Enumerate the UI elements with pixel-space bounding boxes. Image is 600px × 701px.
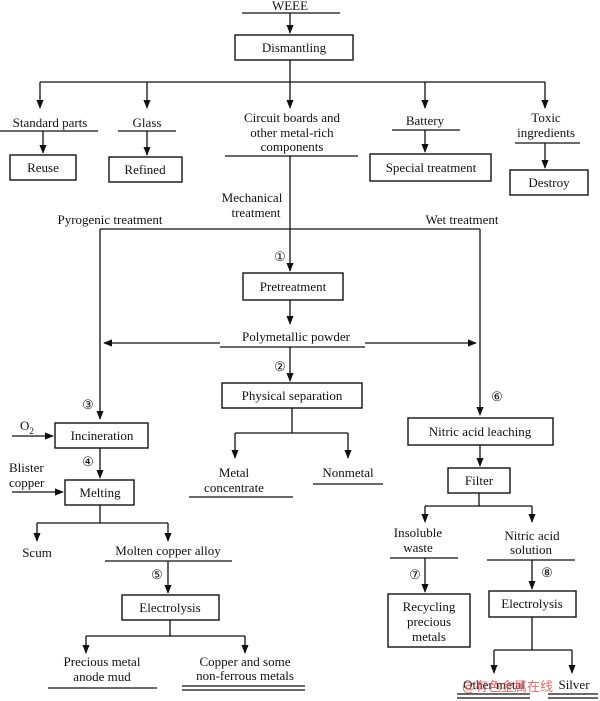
node-copper-nonferrous-line2: non-ferrous metals	[196, 668, 294, 683]
box-nitric-acid-leaching	[407, 417, 554, 446]
step-8: ⑧	[541, 565, 553, 580]
box-reuse	[9, 154, 77, 181]
step-5: ⑤	[151, 567, 163, 582]
box-recycling-precious-metals	[387, 593, 471, 648]
node-glass: Glass	[133, 115, 162, 130]
node-physical-separation: Physical separation	[242, 388, 343, 403]
box-destroy	[509, 169, 589, 196]
o2-label: O	[20, 418, 29, 433]
node-blister-copper-line2: copper	[9, 475, 45, 490]
box-melting	[64, 479, 135, 506]
box-physical-separation	[221, 382, 363, 409]
node-dismantling: Dismantling	[262, 40, 327, 55]
step-7: ⑦	[409, 567, 421, 582]
node-weee: WEEE	[272, 0, 308, 13]
node-anode-mud-line2: anode mud	[73, 669, 131, 684]
step-4: ④	[82, 454, 94, 469]
node-special-treatment: Special treatment	[386, 160, 477, 175]
step-2: ②	[274, 359, 286, 374]
node-other-metal: Other metal	[463, 677, 525, 692]
node-circuit-boards-line2: other metal-rich	[250, 125, 334, 140]
node-copper-nonferrous-line1: Copper and some	[200, 654, 291, 669]
node-insoluble-line1: Insoluble	[394, 525, 443, 540]
node-incineration: Incineration	[71, 428, 134, 443]
node-polymetallic-powder: Polymetallic powder	[242, 329, 351, 344]
node-recycling-line3: metals	[412, 629, 446, 644]
box-electrolysis-left	[121, 594, 220, 621]
box-incineration	[54, 422, 149, 449]
node-electrolysis-left: Electrolysis	[139, 600, 200, 615]
node-electrolysis-right: Electrolysis	[501, 596, 562, 611]
step-3: ③	[82, 397, 94, 412]
node-reuse: Reuse	[27, 160, 59, 175]
node-nonmetal: Nonmetal	[322, 465, 374, 480]
node-o2: O2	[20, 418, 34, 436]
node-recycling-line1: Recycling	[403, 599, 456, 614]
node-metal-concentrate-line1: Metal	[219, 465, 250, 480]
node-molten-copper-alloy: Molten copper alloy	[115, 543, 221, 558]
node-circuit-boards-line1: Circuit boards and	[244, 110, 341, 125]
step-6: ⑥	[491, 389, 503, 404]
node-nitric-acid-leaching: Nitric acid leaching	[429, 424, 532, 439]
node-pretreatment: Pretreatment	[260, 279, 327, 294]
node-battery: Battery	[406, 113, 445, 128]
box-pretreatment	[242, 272, 344, 301]
box-refined	[108, 156, 183, 183]
node-anode-mud-line1: Precious metal	[64, 654, 141, 669]
node-wet-treatment: Wet treatment	[426, 212, 499, 227]
node-silver: Silver	[558, 677, 590, 692]
node-melting: Melting	[79, 485, 121, 500]
node-metal-concentrate-line2: concentrate	[204, 480, 264, 495]
node-filter: Filter	[465, 473, 494, 488]
node-toxic-line1: Toxic	[531, 110, 561, 125]
node-solution-line2: solution	[510, 542, 552, 557]
node-mechanical-line1: Mechanical	[222, 190, 283, 205]
node-blister-copper-line1: Blister	[9, 460, 44, 475]
node-circuit-boards-line3: components	[261, 139, 324, 154]
node-toxic-line2: ingredients	[517, 125, 575, 140]
box-dismantling	[234, 34, 354, 61]
step-1: ①	[274, 249, 286, 264]
node-insoluble-line2: waste	[403, 540, 433, 555]
o2-subscript: 2	[29, 426, 34, 436]
node-mechanical-line2: treatment	[231, 205, 280, 220]
node-destroy: Destroy	[528, 175, 570, 190]
node-refined: Refined	[124, 162, 166, 177]
node-solution-line1: Nitric acid	[504, 528, 560, 543]
node-scum: Scum	[22, 545, 52, 560]
box-special-treatment	[369, 153, 492, 182]
node-standard-parts: Standard parts	[13, 115, 88, 130]
node-recycling-line2: precious	[407, 614, 451, 629]
node-pyrogenic-treatment: Pyrogenic treatment	[57, 212, 162, 227]
watermark: @有色金属在线	[462, 679, 553, 695]
